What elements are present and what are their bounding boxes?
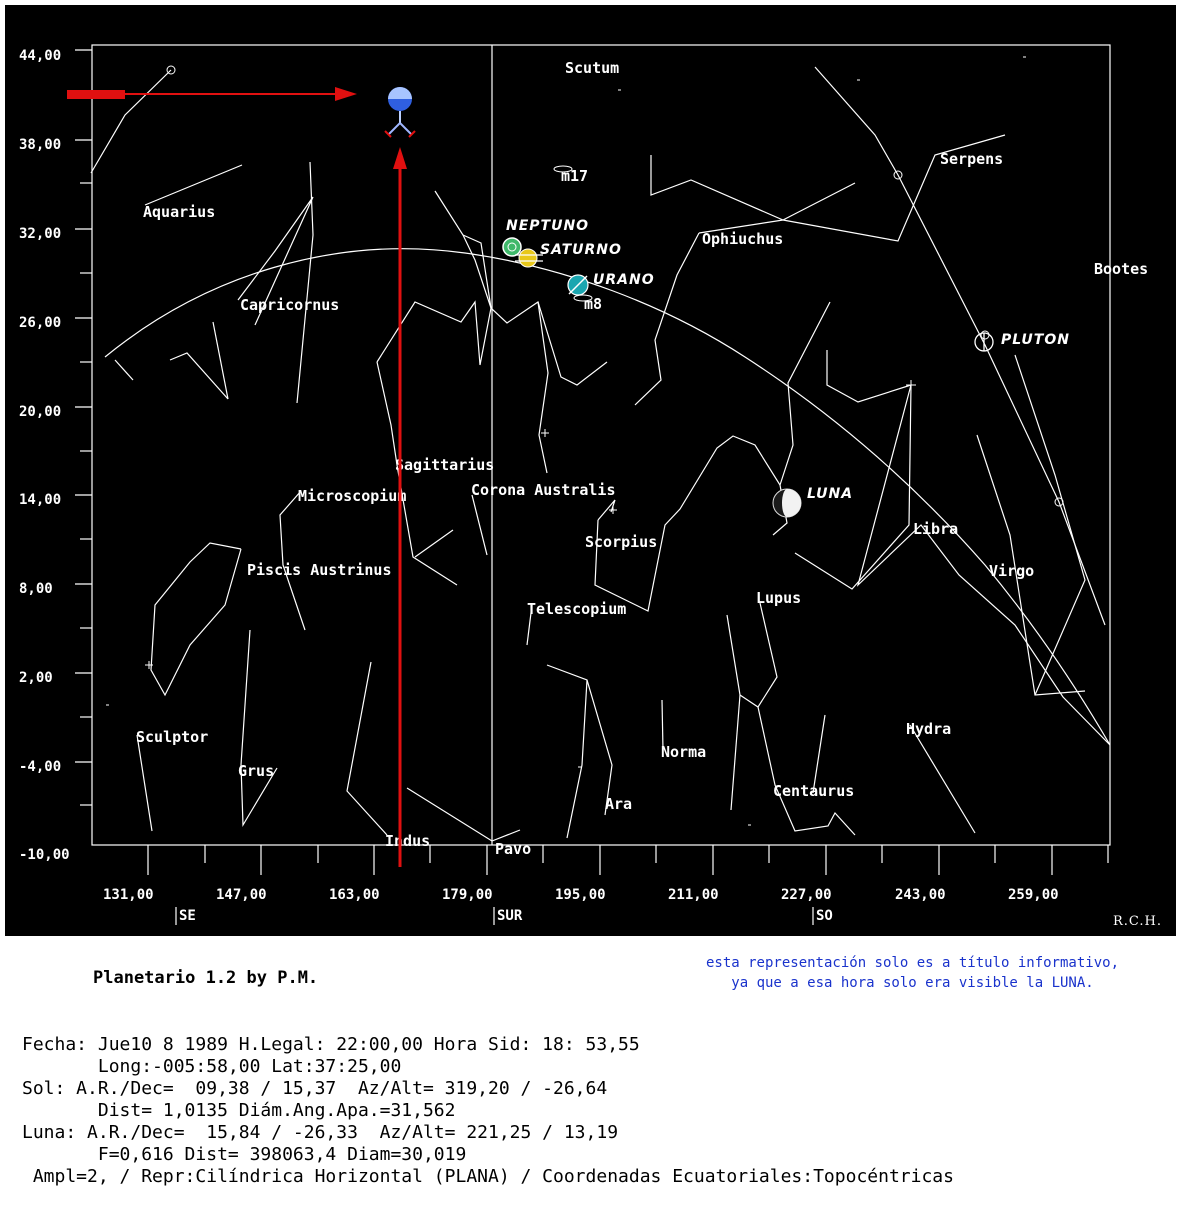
constellation-lines: [90, 66, 1111, 842]
info-sun-dist-line: Dist= 1,0135 Diám.Ang.Apa.=31,562: [22, 1100, 456, 1121]
plot-frame: [91, 44, 1111, 846]
ecliptic-line: [104, 248, 1111, 746]
svg-text:147,00: 147,00: [216, 887, 267, 903]
constellation-labels: Scutum Aquarius Serpens Ophiuchus Bootes…: [136, 59, 1148, 858]
author-credit: R.C.H.: [1113, 914, 1162, 929]
label-scutum: Scutum: [565, 59, 619, 77]
info-date-line: Fecha: Jue10 8 1989 H.Legal: 22:00,00 Ho…: [22, 1034, 640, 1055]
svg-text:32,00: 32,00: [19, 226, 61, 242]
label-virgo: Virgo: [989, 562, 1034, 580]
info-location-line: Long:-005:58,00 Lat:37:25,00: [22, 1056, 402, 1077]
info-sun-line: Sol: A.R./Dec= 09,38 / 15,37 Az/Alt= 319…: [22, 1078, 608, 1099]
label-aquarius: Aquarius: [143, 203, 215, 221]
y-axis-labels: 44,00 38,00 32,00 26,00 20,00 14,00 8,00…: [19, 48, 70, 863]
label-corona-australis: Corona Australis: [471, 481, 616, 499]
planet-pluto: PLUTON: [974, 332, 1070, 352]
label-sagittarius: Sagittarius: [395, 456, 494, 474]
disclaimer-line-1: esta representación solo es a título inf…: [705, 955, 1119, 971]
star-map-canvas: Scutum Aquarius Serpens Ophiuchus Bootes…: [5, 5, 1176, 936]
label-m17: m17: [561, 167, 588, 185]
label-centaurus: Centaurus: [773, 782, 854, 800]
ephemeris-data: Fecha: Jue10 8 1989 H.Legal: 22:00,00 Ho…: [22, 1012, 954, 1210]
label-ara: Ara: [605, 795, 632, 813]
label-sculptor: Sculptor: [136, 728, 208, 746]
star-circle: [1054, 497, 1064, 507]
label-luna: LUNA: [807, 486, 853, 502]
label-indus: Indus: [385, 832, 430, 850]
svg-text:179,00: 179,00: [442, 887, 493, 903]
label-neptuno: NEPTUNO: [506, 218, 589, 234]
label-capricornus: Capricornus: [240, 296, 339, 314]
label-saturno: SATURNO: [540, 242, 622, 258]
svg-text:211,00: 211,00: [668, 887, 719, 903]
moon: LUNA: [772, 486, 853, 518]
label-microscopium: Microscopium: [298, 487, 406, 505]
planet-saturn: SATURNO: [515, 242, 622, 268]
svg-text:163,00: 163,00: [329, 887, 380, 903]
planet-neptune: NEPTUNO: [502, 218, 589, 257]
svg-text:131,00: 131,00: [103, 887, 154, 903]
star-map: Scutum Aquarius Serpens Ophiuchus Bootes…: [19, 44, 1162, 929]
svg-text:8,00: 8,00: [19, 581, 53, 597]
svg-text:-4,00: -4,00: [19, 759, 61, 775]
svg-text:26,00: 26,00: [19, 315, 61, 331]
direction-markers: [175, 907, 814, 925]
label-piscis-austrinus: Piscis Austrinus: [247, 561, 392, 579]
label-urano: URANO: [593, 272, 655, 288]
direction-labels: SE SUR SO: [179, 908, 833, 924]
star-circle: [893, 170, 903, 180]
info-moon-line: Luna: A.R./Dec= 15,84 / -26,33 Az/Alt= 2…: [22, 1122, 619, 1143]
label-bootes: Bootes: [1094, 260, 1148, 278]
svg-text:2,00: 2,00: [19, 670, 53, 686]
svg-text:259,00: 259,00: [1008, 887, 1059, 903]
label-pavo: Pavo: [495, 840, 531, 858]
svg-text:14,00: 14,00: [19, 492, 61, 508]
star-circle: [980, 330, 990, 340]
direction-so: SO: [816, 908, 833, 924]
label-lupus: Lupus: [756, 589, 801, 607]
app-title: Planetario 1.2 by P.M.: [93, 968, 319, 988]
svg-text:44,00: 44,00: [19, 48, 61, 64]
x-ticks: [147, 845, 1109, 875]
pointer-arrows: [67, 87, 407, 867]
svg-text:195,00: 195,00: [555, 887, 606, 903]
direction-sur: SUR: [497, 908, 523, 924]
disclaimer-line-2: ya que a esa hora solo era visible la LU…: [731, 975, 1094, 991]
planet-uranus: URANO: [567, 272, 655, 296]
label-norma: Norma: [661, 743, 706, 761]
label-serpens: Serpens: [940, 150, 1003, 168]
label-scorpius: Scorpius: [585, 533, 657, 551]
direction-se: SE: [179, 908, 196, 924]
disclaimer-note: esta representación solo es a título inf…: [640, 953, 1181, 993]
observer-zenith-icon: [384, 87, 416, 138]
info-projection-line: Ampl=2, / Repr:Cilíndrica Horizontal (PL…: [22, 1166, 954, 1187]
nebula-m17-icon: [553, 165, 573, 173]
svg-text:20,00: 20,00: [19, 404, 61, 420]
x-axis-labels: 131,00 147,00 163,00 179,00 195,00 211,0…: [103, 887, 1059, 903]
y-ticks: [75, 49, 92, 806]
label-hydra: Hydra: [906, 720, 951, 738]
label-libra: Libra: [913, 520, 958, 538]
svg-text:-10,00: -10,00: [19, 847, 70, 863]
label-m8: m8: [584, 295, 602, 313]
svg-text:38,00: 38,00: [19, 137, 61, 153]
star-circle: [166, 65, 176, 75]
info-moon-dist-line: F=0,616 Dist= 398063,4 Diam=30,019: [22, 1144, 467, 1165]
svg-text:243,00: 243,00: [895, 887, 946, 903]
star-markers: [106, 56, 1026, 826]
svg-text:227,00: 227,00: [781, 887, 832, 903]
label-ophiuchus: Ophiuchus: [702, 230, 783, 248]
label-pluton: PLUTON: [1001, 332, 1070, 348]
nebula-m8-icon: [573, 294, 593, 302]
label-telescopium: Telescopium: [527, 600, 626, 618]
label-grus: Grus: [238, 762, 274, 780]
